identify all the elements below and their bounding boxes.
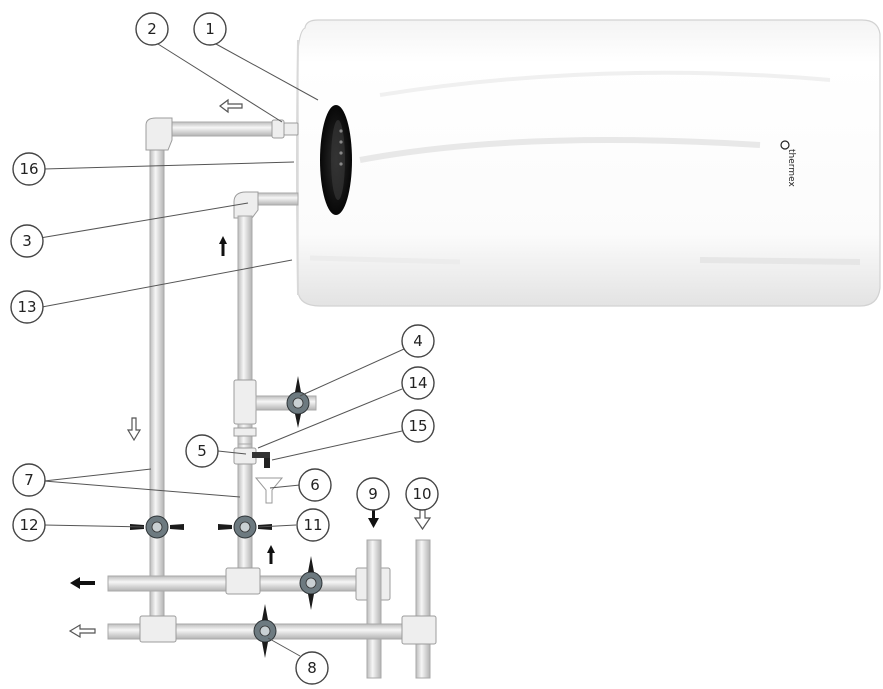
cold-flow-arrow-icon <box>70 577 95 589</box>
callout-1: 1 <box>193 12 227 46</box>
callout-label: 8 <box>307 659 317 677</box>
hot-flow-arrow-icon <box>68 623 96 639</box>
cold-flow-arrow-icon <box>368 508 379 528</box>
hot-flow-arrow-icon <box>219 98 243 114</box>
callout-4: 4 <box>401 324 435 358</box>
hot-supply-riser-10 <box>415 539 431 679</box>
cold-supply-riser-9 <box>366 539 382 679</box>
callout-6: 6 <box>298 468 332 502</box>
callout-label: 13 <box>17 298 36 316</box>
callout-16: 16 <box>12 152 46 186</box>
callout-label: 10 <box>412 485 431 503</box>
indicator-light <box>339 129 343 133</box>
callout-2: 2 <box>135 12 169 46</box>
hot-flow-arrow-icon <box>126 417 142 442</box>
callout-label: 9 <box>368 485 378 503</box>
brand-logo-icon <box>780 140 790 150</box>
callout-label: 5 <box>197 442 207 460</box>
callout-label: 7 <box>24 471 34 489</box>
hot-distribution-line <box>107 604 437 658</box>
hot-flow-arrow-icon <box>413 507 432 531</box>
callout-13: 13 <box>10 290 44 324</box>
cold-water-inlet-pipe <box>233 191 299 575</box>
drain-tap <box>233 447 284 504</box>
callout-8: 8 <box>295 651 329 685</box>
callout-label: 12 <box>19 516 38 534</box>
callout-label: 3 <box>22 232 32 250</box>
callout-9: 9 <box>356 477 390 511</box>
callout-3: 3 <box>10 224 44 258</box>
callout-12: 12 <box>12 508 46 542</box>
leader-lines <box>39 43 405 657</box>
callout-5: 5 <box>185 434 219 468</box>
callout-7: 7 <box>12 463 46 497</box>
callout-label: 2 <box>147 20 157 38</box>
flow-arrows <box>68 98 432 639</box>
callout-label: 15 <box>408 417 427 435</box>
water-heater-tank: thermex <box>296 19 881 307</box>
drain-funnel-icon <box>254 477 284 504</box>
cold-flow-arrow-icon <box>267 545 275 564</box>
brand-label: thermex <box>786 149 796 187</box>
callout-14: 14 <box>401 366 435 400</box>
callout-label: 14 <box>408 374 427 392</box>
callout-11: 11 <box>296 508 330 542</box>
callout-15: 15 <box>401 409 435 443</box>
hot-water-outlet-pipe <box>145 117 299 621</box>
callout-label: 11 <box>303 516 322 534</box>
callout-label: 1 <box>205 20 215 38</box>
callout-label: 6 <box>310 476 320 494</box>
safety-valve-branch <box>255 376 317 428</box>
callout-10: 10 <box>405 477 439 511</box>
callout-label: 4 <box>413 332 423 350</box>
cold-distribution-line <box>107 556 391 610</box>
callout-label: 16 <box>19 160 38 178</box>
cold-flow-arrow-icon <box>219 236 227 256</box>
